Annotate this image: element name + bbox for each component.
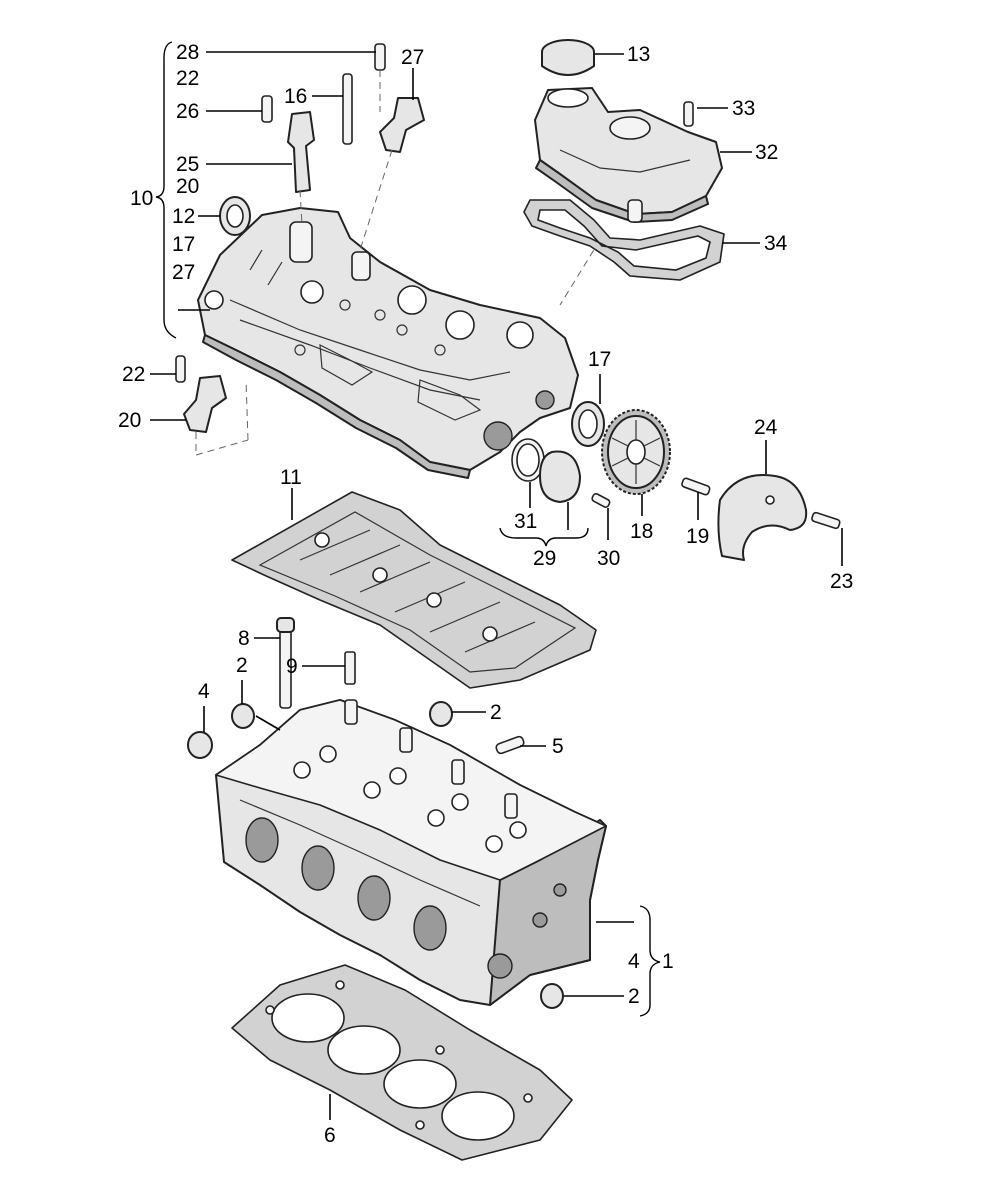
cap-2-right [429, 701, 453, 727]
callout-9: 9 [286, 655, 298, 678]
head-gasket-6 [231, 964, 573, 1161]
callout-34: 34 [764, 232, 788, 255]
callout-23: 23 [830, 570, 853, 593]
callout-22-lower: 22 [122, 363, 145, 386]
callout-31: 31 [514, 510, 537, 533]
callout-33: 33 [732, 97, 755, 120]
callout-32: 32 [755, 141, 778, 164]
cylinder-head-small-parts [187, 617, 564, 1009]
callout-2-top: 2 [236, 654, 248, 677]
callout-20-top: 20 [176, 175, 199, 198]
bolt-30 [591, 492, 611, 508]
oil-filler-housing [523, 39, 725, 281]
cover-24 [717, 474, 808, 561]
callout-26: 26 [176, 100, 199, 123]
callout-27-left: 27 [172, 261, 195, 284]
bolt-19 [681, 477, 711, 496]
callout-27-top: 27 [401, 46, 424, 69]
bolt-22 [175, 355, 186, 383]
callout-11: 11 [280, 466, 302, 489]
callout-6: 6 [324, 1124, 336, 1147]
callout-25: 25 [176, 153, 199, 176]
callout-22: 22 [176, 67, 199, 90]
alignment-lines [195, 70, 601, 456]
cover-gasket-11 [231, 491, 597, 689]
callout-17-left: 17 [172, 233, 195, 256]
callout-4-top: 4 [198, 680, 210, 703]
callout-4-bottom: 4 [628, 950, 640, 973]
callout-12: 12 [172, 205, 195, 228]
callout-2-bottom: 2 [628, 985, 640, 1008]
callout-16: 16 [284, 85, 307, 108]
bracket-brace-29 [499, 527, 589, 547]
cap-4-top [187, 731, 213, 759]
callout-1: 1 [662, 950, 674, 973]
callout-13: 13 [627, 43, 650, 66]
stud-9 [344, 651, 356, 685]
callout-24: 24 [754, 416, 778, 439]
callout-20-lower: 20 [118, 409, 141, 432]
cylinder-head [215, 699, 607, 1006]
callout-17-right: 17 [588, 348, 611, 371]
sensor-27-top [379, 97, 425, 153]
bolt-16 [342, 73, 353, 145]
bolt-26 [261, 95, 273, 123]
callout-18: 18 [630, 520, 653, 543]
callout-29: 29 [533, 547, 556, 570]
callout-8: 8 [238, 627, 250, 650]
cap-29 [539, 450, 581, 503]
drive-parts [511, 401, 841, 561]
valve-25 [287, 111, 315, 193]
sensor-20 [183, 375, 227, 433]
bolt-28 [374, 43, 386, 71]
bracket-brace-10 [155, 41, 177, 339]
bolt-33 [683, 101, 694, 127]
camshaft-housing [197, 207, 579, 479]
sprocket-18 [601, 409, 671, 495]
callout-10: 10 [130, 187, 153, 210]
callout-30: 30 [597, 547, 620, 570]
callout-labels: 28 22 26 16 27 25 20 10 12 17 27 22 20 1… [118, 41, 853, 1147]
callout-19: 19 [686, 525, 709, 548]
bracket-brace-1 [639, 905, 661, 1017]
callout-28: 28 [176, 41, 199, 64]
callout-2-right: 2 [490, 701, 502, 724]
bolt-23 [811, 511, 841, 530]
sensor-group-upper [175, 43, 425, 433]
dowel-5 [495, 735, 525, 755]
cap-2-top [231, 703, 255, 729]
callout-5: 5 [552, 735, 564, 758]
leader-lines [150, 51, 843, 1120]
cap-2-bottom [540, 983, 564, 1009]
